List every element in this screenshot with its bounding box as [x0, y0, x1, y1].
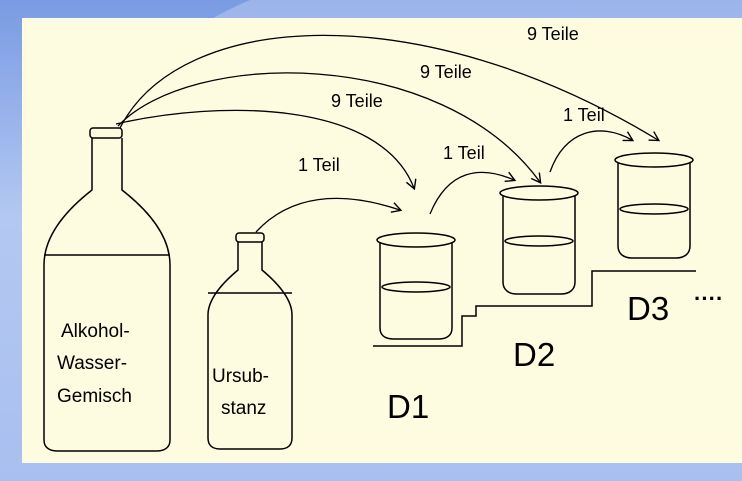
small-bottle-label-line-1: Ursub-	[212, 366, 269, 387]
beaker-d2	[499, 185, 579, 295]
beaker-d1	[376, 232, 456, 340]
arrow-9-teile-mid	[117, 72, 542, 184]
label-d1: D1	[387, 388, 429, 425]
label-d2: D2	[513, 336, 555, 373]
diagram-panel	[22, 18, 742, 463]
staircase	[373, 270, 696, 347]
arrow-9-teile-top	[119, 34, 661, 142]
label-1-teil-d1: 1 Teil	[298, 155, 340, 175]
label-9-teile-low: 9 Teile	[331, 91, 383, 111]
arrow-9-teile-low	[115, 109, 417, 191]
arrow-1-teil-d1	[255, 197, 403, 233]
label-1-teil-d3: 1 Teil	[563, 105, 605, 125]
label-9-teile-top: 9 Teile	[527, 24, 579, 44]
bottle-label-line-3: Gemisch	[57, 386, 132, 407]
bottle-label-line-1: Alkohol-	[61, 321, 130, 342]
arrow-1-teil-d2	[429, 171, 517, 215]
beaker-d3	[614, 152, 694, 259]
alcohol-water-bottle	[43, 127, 171, 452]
label-d3: D3	[627, 290, 669, 327]
arrow-1-teil-d3	[549, 130, 635, 173]
mother-substance-bottle	[207, 232, 293, 450]
label-ellipsis: ····	[694, 286, 723, 311]
label-9-teile-mid: 9 Teile	[420, 62, 472, 82]
small-bottle-label-line-2: stanz	[221, 398, 266, 419]
label-1-teil-d2: 1 Teil	[443, 143, 485, 163]
bottle-label-line-2: Wasser-	[57, 353, 127, 374]
